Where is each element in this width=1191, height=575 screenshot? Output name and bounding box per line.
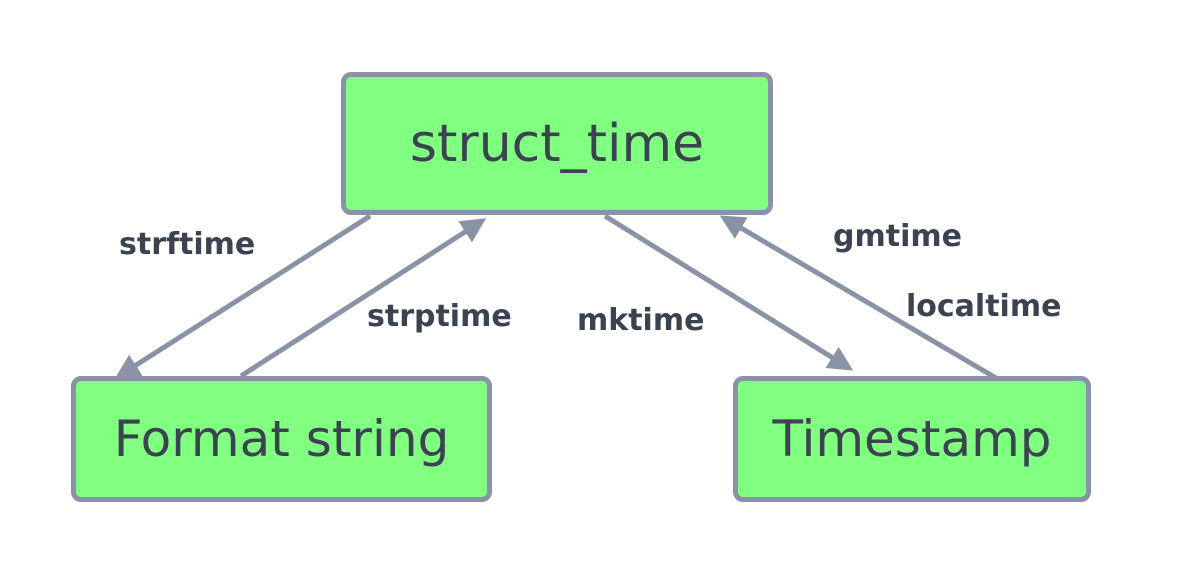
arrow-gmtime-localtime (719, 215, 998, 381)
strptime-label: strptime (367, 299, 512, 334)
localtime-label: localtime (906, 289, 1062, 324)
mktime-label: mktime (577, 303, 705, 338)
gmtime-label: gmtime (833, 219, 962, 254)
strftime-label: strftime (119, 227, 256, 262)
timestamp-label: Timestamp (772, 410, 1052, 468)
timestamp-node: Timestamp (733, 376, 1091, 502)
format-string-label: Format string (113, 410, 450, 468)
arrow-strftime (114, 213, 372, 379)
struct-time-node: struct_time (341, 72, 773, 215)
format-string-node: Format string (71, 376, 492, 502)
struct-time-label: struct_time (409, 113, 705, 174)
arrow-strptime (239, 218, 487, 379)
arrow-mktime (603, 213, 854, 371)
